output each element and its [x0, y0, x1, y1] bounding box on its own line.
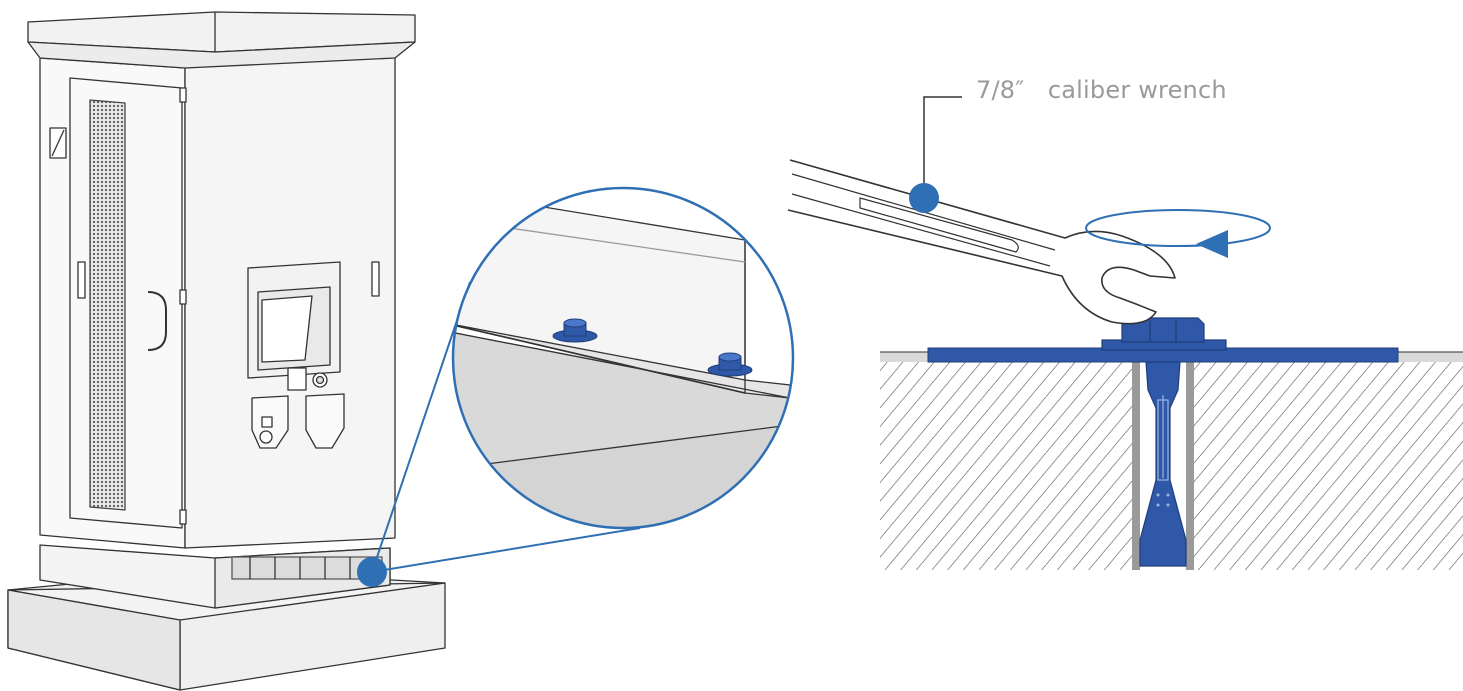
- expansion-anchor-bolt-icon: [1101, 317, 1227, 567]
- zoom-origin-marker: [357, 557, 387, 587]
- wrench-callout-marker: [909, 183, 939, 213]
- anchor-bolt-head: [552, 318, 753, 377]
- wrench-icon: [787, 159, 1176, 325]
- magnifier-detail-icon: [451, 186, 795, 530]
- hmi-panel: [247, 261, 341, 391]
- cabinet-door-left: [49, 77, 183, 529]
- anchor-section: [787, 96, 1463, 570]
- cabinet-door-front: [179, 87, 380, 525]
- wrench-callout-leader: [923, 96, 962, 198]
- cabinet-plinth: [39, 544, 391, 609]
- clockwise-rotation-arrow-icon: [1085, 209, 1271, 258]
- zoom-callout-lines: [371, 281, 641, 573]
- charging-cabinet-icon: [7, 11, 446, 691]
- wrench-callout-label: 7/8″ caliber wrench: [976, 76, 1227, 104]
- charging-connectors: [251, 393, 345, 449]
- cabinet-roof: [27, 11, 416, 69]
